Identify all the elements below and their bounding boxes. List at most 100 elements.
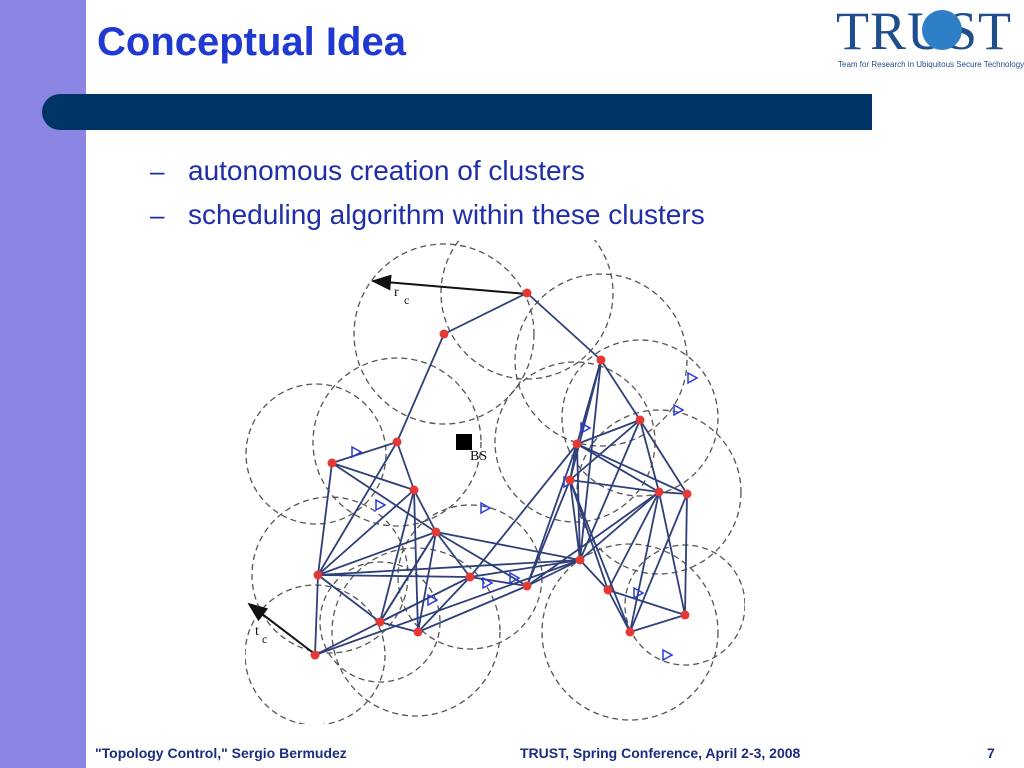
cluster-node: [413, 627, 423, 637]
network-link: [526, 559, 581, 587]
rc-radius-arrow: [371, 274, 528, 295]
cluster-range-circle: [440, 240, 614, 380]
cluster-node: [625, 627, 635, 637]
network-link: [684, 493, 688, 616]
network-link: [379, 489, 415, 623]
network-link: [469, 576, 528, 587]
network-link: [629, 491, 660, 633]
tc-label: t: [255, 624, 259, 639]
cluster-range-circle: [514, 273, 688, 447]
cluster-node: [565, 475, 575, 485]
cluster-node: [310, 650, 320, 660]
sensor-triangle-marker: [687, 371, 699, 385]
network-link: [526, 479, 571, 587]
cluster-node: [575, 555, 585, 565]
rc-label: r: [394, 285, 399, 300]
cluster-network-diagram: BS r c t c: [245, 240, 745, 724]
cluster-node: [375, 617, 385, 627]
footer-presentation-title: "Topology Control," Sergio Bermudez: [95, 745, 347, 761]
network-link: [317, 574, 471, 578]
title-divider-bar: [42, 94, 872, 130]
network-link: [417, 585, 528, 633]
sensor-triangle-marker: [673, 403, 685, 417]
network-link: [600, 359, 641, 421]
network-link: [569, 479, 581, 561]
bullet-text: scheduling algorithm within these cluste…: [188, 199, 705, 230]
bullet-dash: –: [150, 156, 165, 186]
network-link: [526, 443, 578, 587]
network-link: [569, 443, 578, 481]
sensor-triangle-marker: [509, 571, 521, 585]
network-link: [317, 531, 437, 576]
network-link: [331, 462, 415, 491]
cluster-node: [392, 437, 402, 447]
network-links: [314, 292, 688, 656]
radius-arrows: [247, 274, 528, 656]
network-link: [379, 531, 437, 623]
base-station-label: BS: [470, 449, 487, 464]
network-link: [576, 419, 641, 445]
network-link: [639, 419, 660, 493]
network-link: [331, 462, 437, 533]
base-station-icon: [456, 434, 472, 450]
tc-subscript: c: [262, 632, 267, 646]
network-link: [317, 559, 581, 576]
network-link: [435, 531, 581, 561]
network-link: [569, 359, 602, 481]
network-link: [317, 489, 415, 576]
cluster-node: [572, 439, 582, 449]
network-link: [317, 462, 333, 576]
bullet-item: – autonomous creation of clusters: [150, 155, 705, 187]
network-link: [629, 614, 686, 633]
cluster-node: [522, 581, 532, 591]
network-link: [317, 574, 381, 623]
cluster-range-circle: [245, 383, 387, 525]
network-link: [396, 441, 415, 491]
network-link: [579, 559, 609, 591]
cluster-node: [327, 458, 337, 468]
network-link: [576, 443, 660, 493]
cluster-node: [680, 610, 690, 620]
globe-icon: [922, 10, 962, 50]
network-link: [413, 489, 437, 533]
cluster-node: [439, 329, 449, 339]
trust-logo: TRUST Team for Research in Ubiquitous Se…: [834, 1, 1024, 70]
cluster-nodes: [310, 288, 692, 660]
cluster-node: [431, 527, 441, 537]
network-link: [413, 489, 419, 633]
network-link: [579, 419, 641, 561]
cluster-node: [522, 288, 532, 298]
cluster-node: [682, 489, 692, 499]
network-link: [331, 441, 398, 464]
network-link: [629, 493, 688, 633]
footer-page-number: 7: [987, 745, 995, 761]
sensor-triangle-marker: [580, 421, 592, 435]
network-link: [417, 576, 471, 633]
network-link: [569, 479, 660, 493]
sensor-triangle-marker: [351, 445, 363, 459]
cluster-range-circle: [561, 339, 719, 497]
sensor-triangle-marker: [662, 648, 674, 662]
network-link: [435, 531, 528, 587]
network-link: [607, 589, 631, 633]
logo-tagline: Team for Research in Ubiquitous Secure T…: [838, 60, 1024, 69]
footer-conference: TRUST, Spring Conference, April 2-3, 200…: [520, 745, 801, 761]
cluster-node: [596, 355, 606, 365]
network-link: [569, 419, 641, 481]
sensor-triangle-marker: [482, 576, 494, 590]
network-link: [526, 292, 602, 361]
cluster-range-circle: [312, 357, 482, 527]
cluster-node: [635, 415, 645, 425]
sensor-markers: [351, 371, 699, 662]
slide-title: Conceptual Idea: [97, 20, 406, 64]
network-link: [579, 359, 602, 561]
cluster-range-circle: [624, 544, 745, 666]
cluster-range-circle: [576, 409, 742, 575]
bullet-list: – autonomous creation of clusters – sche…: [150, 155, 705, 243]
network-link: [607, 589, 686, 616]
network-link: [443, 292, 528, 335]
cluster-range-circles: [245, 240, 745, 724]
sensor-triangle-marker: [480, 501, 492, 515]
network-link: [314, 559, 581, 656]
network-link: [569, 479, 631, 633]
